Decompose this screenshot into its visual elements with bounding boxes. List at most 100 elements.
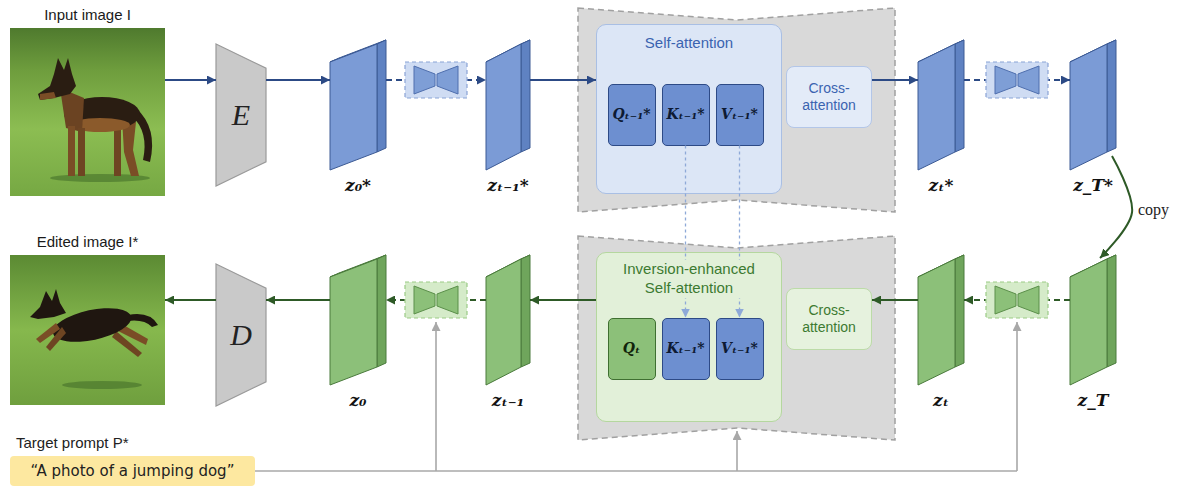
slab-face — [918, 44, 955, 170]
prompt-box: Target prompt P*“A photo of a jumping do… — [10, 456, 255, 486]
connector — [685, 146, 686, 318]
slab-face — [521, 40, 530, 152]
drawing-part — [1018, 66, 1039, 94]
encoder-trapezoid: E — [216, 44, 266, 186]
drawing-part — [1018, 286, 1039, 314]
slab-face — [330, 44, 377, 170]
text-holder: Vₜ₋₁* — [721, 105, 758, 124]
drawing-part — [736, 431, 738, 471]
latent-shape — [1070, 255, 1116, 385]
heading: Edited image I* — [37, 233, 139, 252]
input-photo — [10, 28, 165, 196]
slab-face — [377, 40, 386, 152]
latent-shape — [330, 255, 386, 385]
edited-image: Edited image I* — [10, 255, 165, 405]
latent-shape — [486, 255, 530, 385]
drawing-part — [995, 286, 1016, 314]
drawing-part — [68, 126, 75, 176]
latent-shape — [330, 40, 386, 170]
slab-face — [486, 259, 521, 385]
text-holder: z_T* — [1073, 175, 1113, 196]
text-holder: D — [230, 316, 252, 354]
text-holder: Cross- attention — [791, 80, 867, 115]
text-holder: z₀ — [349, 390, 366, 411]
text-holder: Qₜ₋₁* — [612, 105, 650, 124]
latent-label: zₜ₋₁ — [492, 390, 524, 411]
slab-face — [955, 40, 964, 152]
matrix-box: Kₜ₋₁* — [662, 318, 710, 380]
text-holder: zₜ₋₁* — [487, 175, 528, 196]
drawing-part — [78, 128, 85, 176]
attention-box: Self-attentionQₜ₋₁* Kₜ₋₁* Vₜ₋₁* — [596, 24, 782, 194]
text-holder: E — [232, 96, 250, 134]
text-holder: Edited image I* — [37, 233, 139, 252]
matrix-box: Vₜ₋₁* — [716, 84, 764, 146]
matrix-box: Kₜ₋₁* — [662, 84, 710, 146]
unet-shape — [578, 236, 895, 440]
latent-label: z_T — [1078, 390, 1109, 411]
drawing-part — [255, 470, 1017, 472]
drawing-part — [986, 282, 1048, 318]
box-label: Kₜ₋₁* — [666, 106, 704, 124]
heading: Target prompt P* — [16, 434, 129, 453]
box-label: Qₜ₋₁* — [612, 106, 650, 124]
latent-label: zₜ* — [929, 175, 954, 196]
connector — [386, 79, 486, 81]
connector — [165, 79, 216, 81]
latent-slab: zₜ₋₁* — [486, 40, 530, 170]
text-holder: z₀* — [345, 175, 371, 196]
drawing-part — [114, 124, 121, 176]
latent-shape — [1070, 40, 1116, 170]
latent-slab: z₀ — [330, 255, 386, 385]
drawing-part — [40, 92, 56, 100]
drawing-part — [38, 58, 76, 100]
box-label: Inversion-enhanced Self-attention — [609, 260, 769, 298]
edge-label: copy — [1138, 201, 1169, 219]
drawing-part — [986, 62, 1048, 98]
latent-label: zₜ — [933, 390, 949, 411]
text-holder: Cross- attention — [791, 302, 867, 337]
connector — [964, 299, 1070, 301]
connector — [964, 79, 1070, 81]
text-holder: Qₜ — [623, 339, 640, 358]
slab-face — [918, 259, 955, 385]
matrix-box: Qₜ₋₁* — [608, 84, 656, 146]
box-label: “A photo of a jumping dog” — [31, 462, 235, 481]
text-holder: Target prompt P* — [16, 434, 129, 453]
connector — [872, 299, 918, 301]
text-holder: “A photo of a jumping dog” — [31, 462, 235, 481]
connector — [872, 79, 918, 81]
text-holder: Input image I — [44, 6, 131, 25]
heading: Input image I — [44, 6, 131, 25]
attention-box: Cross- attention — [786, 66, 872, 128]
input-image: Input image I — [10, 28, 165, 196]
text-holder: zₜ — [933, 390, 949, 411]
text-holder: zₜ* — [929, 175, 954, 196]
box-label: Cross- attention — [791, 302, 867, 337]
slab-face — [1107, 40, 1116, 152]
slab-face — [486, 44, 521, 170]
latent-shape — [486, 40, 530, 170]
connector — [530, 79, 596, 81]
text-holder: Kₜ₋₁* — [666, 339, 704, 358]
box-label: Vₜ₋₁* — [721, 106, 758, 124]
latent-shape — [918, 255, 964, 385]
latent-label: z₀ — [349, 390, 366, 411]
unet-shape — [578, 8, 895, 212]
drawing-part — [405, 282, 467, 318]
latent-shape — [918, 40, 964, 170]
latent-slab: zₜ — [918, 255, 964, 385]
decoder-trapezoid: D — [216, 264, 266, 406]
box-label: Self-attention — [645, 34, 733, 53]
connector — [266, 299, 330, 301]
latent-slab: z₀* — [330, 40, 386, 170]
drawing-part — [128, 314, 158, 327]
drawing-part — [62, 381, 142, 389]
box-label: Kₜ₋₁* — [666, 340, 704, 358]
drawing-part — [437, 66, 458, 94]
trapezoid-outline — [216, 44, 266, 186]
